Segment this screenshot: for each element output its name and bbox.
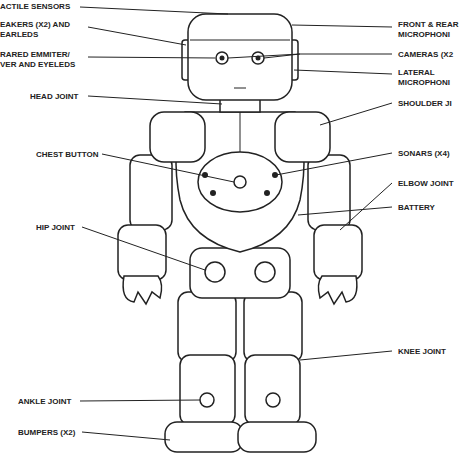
right-shin	[245, 355, 300, 425]
right-upper-arm	[308, 155, 350, 230]
right-forearm	[314, 225, 362, 280]
leader-line	[298, 207, 392, 215]
leader-line	[228, 54, 300, 58]
left-shoulder	[150, 112, 205, 162]
part-label: SHOULDER JI	[398, 99, 474, 109]
head-seam	[190, 40, 290, 41]
left-thigh	[178, 292, 236, 362]
part-label: ANKLE JOINT	[18, 397, 80, 407]
mouth	[234, 88, 246, 89]
pelvis	[190, 248, 290, 298]
left-shin	[180, 355, 235, 425]
left-upper-arm	[130, 155, 172, 230]
leader-line	[88, 27, 186, 45]
leader-lines	[80, 7, 392, 440]
part-label: CHEST BUTTON	[36, 150, 102, 160]
leader-line	[300, 351, 392, 360]
part-label: ACTILE SENSORS	[0, 2, 86, 12]
part-label: HIP JOINT	[36, 223, 86, 233]
robot-body	[118, 14, 362, 452]
right-ankle-joint	[266, 393, 280, 407]
part-label: RARED EMMITER/ VER AND EYELEDS	[0, 50, 86, 70]
part-label: BATTERY	[398, 203, 474, 213]
right-thigh	[244, 292, 302, 362]
part-label: BUMPERS (X2)	[18, 428, 82, 438]
sonar-dot	[210, 190, 216, 196]
leader-line	[88, 96, 222, 104]
leader-line	[80, 400, 200, 401]
leader-line	[320, 103, 392, 125]
left-foot	[165, 422, 243, 452]
leader-line	[82, 432, 170, 440]
left-forearm	[118, 225, 166, 280]
left-ankle-joint	[200, 393, 214, 407]
part-label: KNEE JOINT	[398, 347, 474, 357]
part-label: ELBOW JOINT	[398, 179, 474, 189]
left-hip-joint	[205, 262, 225, 282]
right-foot	[238, 422, 316, 452]
chest-plate	[198, 152, 282, 212]
part-label: HEAD JOINT	[30, 92, 90, 102]
left-eye	[216, 52, 228, 64]
left-camera	[220, 56, 225, 61]
part-label: EAKERS (X2) AND EARLEDS	[0, 20, 86, 40]
part-label: SONARS (X4)	[398, 149, 474, 159]
part-label: FRONT & REAR MICROPHONI	[398, 20, 474, 40]
sonar-dot	[264, 190, 270, 196]
leader-line	[102, 154, 234, 182]
right-eye	[252, 52, 264, 64]
leader-line	[88, 57, 215, 58]
leader-line	[80, 7, 228, 14]
part-label: LATERAL MICROPHONI	[398, 68, 474, 88]
leader-line	[292, 25, 392, 27]
right-hip-joint	[255, 262, 275, 282]
chest-button	[234, 176, 246, 188]
leader-line	[294, 70, 392, 74]
right-shoulder	[275, 112, 330, 162]
leader-line	[82, 227, 205, 270]
leader-line	[340, 183, 392, 230]
left-hand	[123, 276, 161, 304]
part-label: CAMERAS (X2	[398, 50, 474, 60]
right-hand	[318, 276, 356, 304]
torso-seam	[240, 112, 241, 152]
leader-line	[276, 153, 392, 175]
